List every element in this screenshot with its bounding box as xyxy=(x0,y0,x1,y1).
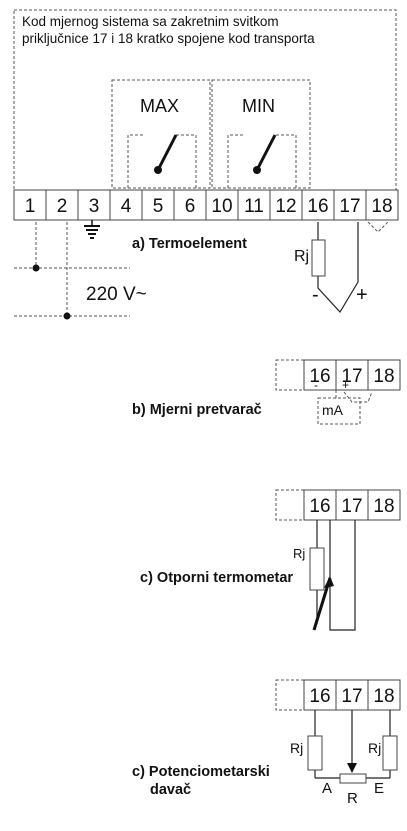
terminal-cell xyxy=(269,189,303,221)
terminal-cell xyxy=(303,679,337,711)
caption-otporni-termometar: c) Otporni termometar xyxy=(140,570,294,586)
label-r: R xyxy=(347,790,358,807)
terminal-cell xyxy=(333,189,367,221)
caption-davac: davač xyxy=(150,782,192,798)
terminal-number-18: 18 xyxy=(373,496,394,517)
terminal-blank xyxy=(275,489,305,521)
terminal-number-18: 18 xyxy=(373,686,394,707)
terminal-number-16: 16 xyxy=(309,686,330,707)
terminal-cell xyxy=(173,189,207,221)
rj-label-c2-right: Rj xyxy=(368,740,382,756)
plus-label-b: + xyxy=(342,378,350,392)
rj-label-a: Rj xyxy=(294,248,310,265)
supply-wiring xyxy=(14,222,130,320)
plus-label-a: + xyxy=(356,284,368,306)
terminal-number-4: 4 xyxy=(121,196,132,217)
terminal-number-12: 12 xyxy=(275,196,296,217)
terminal-number-17: 17 xyxy=(341,686,362,707)
min-relay xyxy=(211,79,311,189)
terminal-number-18: 18 xyxy=(373,366,394,387)
terminal-cell xyxy=(205,189,239,221)
caption-mjerni-pretvarac: b) Mjerni pretvarač xyxy=(132,402,262,418)
terminal-cell xyxy=(365,189,399,221)
terminal-cell xyxy=(45,189,79,221)
terminal-cell xyxy=(303,489,337,521)
header-line-2: priključnice 17 i 18 kratko spojene kod … xyxy=(22,31,315,46)
terminal-number-11: 11 xyxy=(244,196,264,217)
terminal-cell xyxy=(141,189,175,221)
min-label: MIN xyxy=(242,96,275,116)
terminal-number-2: 2 xyxy=(57,196,68,217)
minus-label-a: - xyxy=(312,284,319,306)
terminal-cell xyxy=(237,189,271,221)
terminal-strip-b: 16 17 18 xyxy=(275,359,401,391)
terminal-cell xyxy=(367,679,401,711)
terminal-strip-c2: 16 17 18 xyxy=(275,679,401,711)
terminal-number-17: 17 xyxy=(341,366,362,387)
terminal-number-3: 3 xyxy=(89,196,100,217)
caption-termoelement: a) Termoelement xyxy=(132,236,247,252)
terminal-cell xyxy=(13,189,47,221)
terminal-strip-c1: 16 17 18 xyxy=(275,489,401,521)
terminal-cell xyxy=(367,359,401,391)
max-relay xyxy=(111,79,211,189)
terminal-cell xyxy=(109,189,143,221)
terminal-number-17: 17 xyxy=(339,196,360,217)
terminal-number-1: 1 xyxy=(25,196,36,217)
terminal-number-16: 16 xyxy=(309,496,330,517)
terminal-number-16: 16 xyxy=(309,366,330,387)
terminal-cell xyxy=(335,359,369,391)
transducer-circuit xyxy=(317,390,373,425)
rj-label-c2-left: Rj xyxy=(290,740,304,756)
max-label: MAX xyxy=(140,96,180,116)
ground-icon xyxy=(84,220,100,239)
caption-potenciometarski: c) Potenciometarski xyxy=(132,764,270,780)
rtd-circuit xyxy=(309,520,356,631)
terminal-cell xyxy=(367,489,401,521)
terminal-number-10: 10 xyxy=(211,196,232,217)
rj-label-c1: Rj xyxy=(293,546,306,561)
terminal-number-17: 17 xyxy=(341,496,362,517)
supply-voltage-label: 220 V~ xyxy=(86,284,147,305)
header-line-1: Kod mjernog sistema sa zakretnim svitkom xyxy=(22,14,279,29)
terminal-number-16: 16 xyxy=(307,196,328,217)
terminal-blank xyxy=(275,679,305,711)
terminal-number-5: 5 xyxy=(153,196,164,217)
terminal-number-18: 18 xyxy=(371,196,392,217)
potentiometer-circuit xyxy=(307,710,398,784)
label-e: E xyxy=(374,780,385,797)
thermocouple-circuit xyxy=(311,221,389,313)
terminal-number-6: 6 xyxy=(185,196,196,217)
label-a: A xyxy=(322,780,333,797)
terminal-blank xyxy=(275,359,305,391)
ma-meter-label: mA xyxy=(322,402,343,418)
minus-label-b: - xyxy=(314,378,318,392)
